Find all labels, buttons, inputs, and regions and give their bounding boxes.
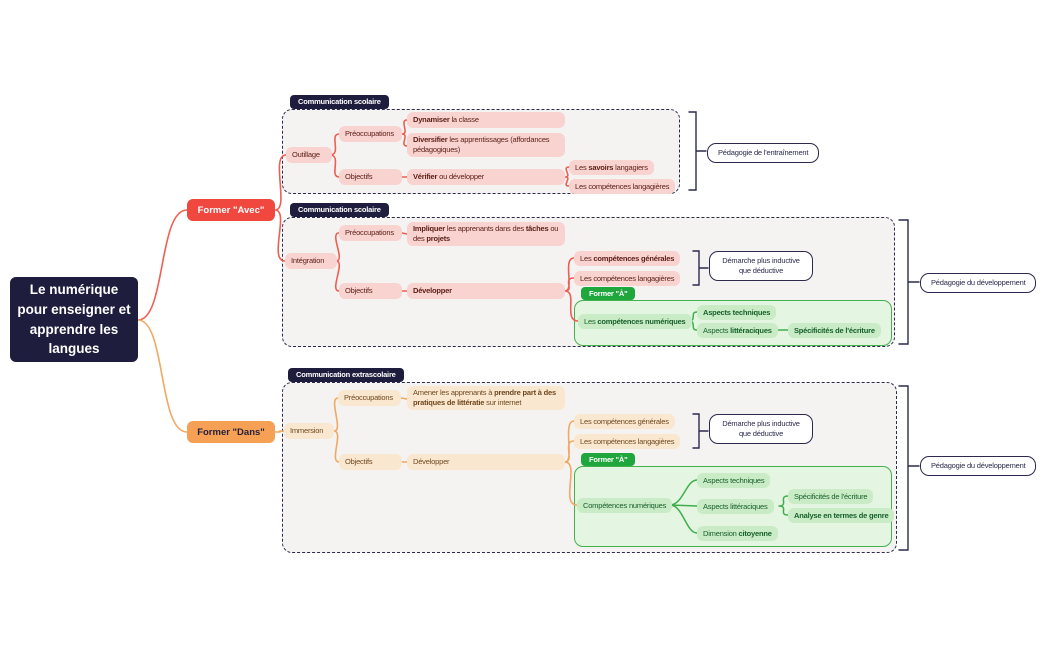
branch-former-dans[interactable]: Former "Dans"	[187, 421, 275, 443]
node-amener-label: Amener les apprenants à prendre part à d…	[413, 388, 556, 407]
node-objectifs-g1[interactable]: Objectifs	[339, 169, 402, 185]
branch-dans-label: Former "Dans"	[197, 426, 265, 438]
callout-pedagogie-entrainement-label: Pédagogie de l'entraînement	[718, 148, 809, 157]
node-competences-langagieres-g3[interactable]: Les compétences langagières	[574, 434, 681, 449]
node-aspects-techniques-g3-label: Aspects techniques	[703, 475, 765, 485]
node-specificites-ecriture-g2-label: Spécificités de l'écriture	[794, 325, 875, 335]
node-integration-label: Intégration	[291, 256, 325, 266]
group3-former-a-tab[interactable]: Former "À"	[581, 453, 636, 466]
node-dynamiser-label: Dynamiser la classe	[413, 115, 479, 125]
node-developper-g2[interactable]: Développer	[407, 283, 565, 299]
node-competences-langagieres-g2[interactable]: Les compétences langagières	[574, 271, 681, 286]
node-competences-generales-g3-label: Les compétences générales	[580, 416, 669, 426]
root-label: Le numérique pour enseigner et apprendre…	[17, 282, 131, 357]
callout-demarche-g2-label: Démarche plus inductive que déductive	[722, 256, 800, 276]
node-verifier[interactable]: Vérifier ou développer	[407, 169, 565, 185]
node-savoirs-langagiers[interactable]: Les savoirs langagiers	[569, 160, 654, 175]
group3-former-a-label: Former "À"	[589, 454, 628, 464]
group1-title[interactable]: Communication scolaire	[290, 95, 389, 109]
node-competences-generales-g2-label: Les compétences générales	[580, 253, 675, 263]
node-aspects-techniques-g2[interactable]: Aspects techniques	[697, 305, 777, 320]
node-preoccupations-g3[interactable]: Préoccupations	[338, 390, 401, 406]
node-objectifs-g1-label: Objectifs	[345, 172, 373, 182]
node-developper-g3-label: Développer	[413, 457, 450, 467]
node-objectifs-g2-label: Objectifs	[345, 286, 373, 296]
node-verifier-label: Vérifier ou développer	[413, 172, 485, 182]
callout-demarche-g3[interactable]: Démarche plus inductive que déductive	[709, 414, 813, 445]
callout-pedagogie-developpement-g3[interactable]: Pédagogie du développement	[920, 456, 1037, 476]
node-competences-generales-g2[interactable]: Les compétences générales	[574, 251, 681, 266]
node-competences-langagieres-g1-label: Les compétences langagières	[575, 181, 670, 191]
node-integration[interactable]: Intégration	[285, 253, 337, 269]
node-diversifier-label: Diversifier les apprentissages (affordan…	[413, 135, 550, 154]
node-diversifier[interactable]: Diversifier les apprentissages (affordan…	[407, 133, 565, 157]
group3-title[interactable]: Communication extrascolaire	[288, 368, 404, 382]
node-outillage[interactable]: Outillage	[286, 147, 332, 163]
callout-pedagogie-developpement-g2-label: Pédagogie du développement	[931, 278, 1026, 287]
node-objectifs-g2[interactable]: Objectifs	[339, 283, 402, 299]
node-immersion[interactable]: Immersion	[284, 423, 334, 439]
node-competences-numeriques-g2-label: Les compétences numériques	[584, 316, 686, 326]
node-aspects-litteraciques-g3-label: Aspects littéraciques	[703, 501, 768, 511]
node-impliquer[interactable]: Impliquer les apprenants dans des tâches…	[407, 222, 565, 246]
root-node[interactable]: Le numérique pour enseigner et apprendre…	[10, 277, 138, 362]
node-objectifs-g3[interactable]: Objectifs	[339, 454, 402, 470]
node-outillage-label: Outillage	[292, 150, 320, 160]
node-aspects-litteraciques-g2-label: Aspects littéraciques	[703, 325, 772, 335]
node-competences-langagieres-g1[interactable]: Les compétences langagières	[569, 179, 676, 194]
group2-former-a-tab[interactable]: Former "À"	[581, 287, 636, 300]
callout-pedagogie-developpement-g2[interactable]: Pédagogie du développement	[920, 273, 1037, 293]
node-aspects-techniques-g2-label: Aspects techniques	[703, 307, 771, 317]
group2-title-label: Communication scolaire	[298, 205, 381, 215]
group2-former-a-label: Former "À"	[589, 288, 628, 298]
node-dimension-citoyenne[interactable]: Dimension citoyenne	[697, 526, 778, 541]
node-dynamiser[interactable]: Dynamiser la classe	[407, 112, 565, 128]
node-analyse-genre[interactable]: Analyse en termes de genre	[788, 508, 895, 523]
branch-former-avec[interactable]: Former "Avec"	[187, 199, 275, 221]
node-preoccupations-g1[interactable]: Préoccupations	[339, 126, 402, 142]
node-objectifs-g3-label: Objectifs	[345, 457, 373, 467]
branch-avec-label: Former "Avec"	[197, 204, 265, 216]
node-savoirs-langagiers-label: Les savoirs langagiers	[575, 162, 648, 172]
callout-pedagogie-developpement-g3-label: Pédagogie du développement	[931, 461, 1026, 470]
node-competences-numeriques-g3-label: Compétences numériques	[583, 500, 667, 510]
node-competences-numeriques-g2[interactable]: Les compétences numériques	[578, 314, 692, 329]
node-specificites-ecriture-g2[interactable]: Spécificités de l'écriture	[788, 323, 881, 338]
node-aspects-litteraciques-g2[interactable]: Aspects littéraciques	[697, 323, 778, 338]
node-dimension-citoyenne-label: Dimension citoyenne	[703, 528, 772, 538]
node-preoccupations-g2-label: Préoccupations	[345, 228, 394, 238]
node-immersion-label: Immersion	[290, 426, 324, 436]
node-impliquer-label: Impliquer les apprenants dans des tâches…	[413, 224, 559, 243]
callout-demarche-g3-label: Démarche plus inductive que déductive	[722, 419, 800, 439]
group2-title[interactable]: Communication scolaire	[290, 203, 389, 217]
callout-pedagogie-entrainement[interactable]: Pédagogie de l'entraînement	[707, 143, 820, 163]
node-preoccupations-g1-label: Préoccupations	[345, 129, 394, 139]
group3-title-label: Communication extrascolaire	[296, 370, 396, 380]
callout-demarche-g2[interactable]: Démarche plus inductive que déductive	[709, 251, 813, 282]
node-competences-langagieres-g2-label: Les compétences langagières	[580, 273, 675, 283]
node-specificites-ecriture-g3[interactable]: Spécificités de l'écriture	[788, 489, 874, 504]
node-specificites-ecriture-g3-label: Spécificités de l'écriture	[794, 491, 868, 501]
node-competences-numeriques-g3[interactable]: Compétences numériques	[577, 498, 673, 513]
node-analyse-genre-label: Analyse en termes de genre	[794, 510, 889, 520]
node-developper-g3[interactable]: Développer	[407, 454, 565, 470]
node-preoccupations-g2[interactable]: Préoccupations	[339, 225, 402, 241]
node-amener[interactable]: Amener les apprenants à prendre part à d…	[407, 386, 565, 410]
node-competences-langagieres-g3-label: Les compétences langagières	[580, 436, 675, 446]
group1-title-label: Communication scolaire	[298, 97, 381, 107]
node-preoccupations-g3-label: Préoccupations	[344, 393, 393, 403]
node-developper-g2-label: Développer	[413, 286, 452, 296]
node-aspects-techniques-g3[interactable]: Aspects techniques	[697, 473, 771, 488]
node-aspects-litteraciques-g3[interactable]: Aspects littéraciques	[697, 499, 774, 514]
node-competences-generales-g3[interactable]: Les compétences générales	[574, 414, 675, 429]
